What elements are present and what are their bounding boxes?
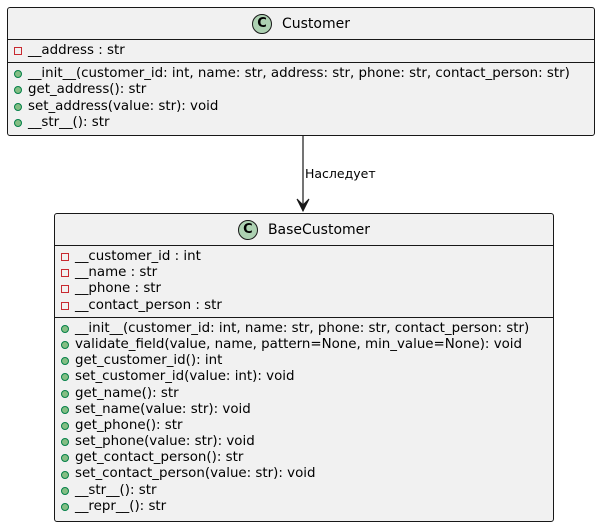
class-method: set_customer_id(value: int): void bbox=[55, 369, 553, 385]
public-visibility-icon bbox=[61, 486, 69, 495]
class-method: set_address(value: str): void bbox=[8, 99, 594, 115]
private-visibility-icon bbox=[14, 47, 22, 56]
class-method: get_phone(): str bbox=[55, 418, 553, 434]
method-text: validate_field(value, name, pattern=None… bbox=[75, 336, 523, 352]
public-visibility-icon bbox=[61, 454, 69, 463]
public-visibility-icon bbox=[14, 86, 22, 95]
private-visibility-icon bbox=[61, 285, 69, 294]
field-text: __contact_person : str bbox=[75, 297, 222, 313]
class-customer: C Customer __address : str __init__(cust… bbox=[7, 7, 595, 136]
public-visibility-icon bbox=[61, 341, 69, 350]
class-type-icon: C bbox=[251, 13, 272, 34]
method-text: __repr__(): str bbox=[75, 498, 167, 514]
method-text: get_name(): str bbox=[75, 385, 179, 401]
public-visibility-icon bbox=[14, 70, 22, 79]
method-text: set_name(value: str): void bbox=[75, 401, 251, 417]
public-visibility-icon bbox=[61, 405, 69, 414]
class-method: set_name(value: str): void bbox=[55, 402, 553, 418]
public-visibility-icon bbox=[61, 357, 69, 366]
class-method: get_customer_id(): int bbox=[55, 353, 553, 369]
public-visibility-icon bbox=[61, 373, 69, 382]
public-visibility-icon bbox=[61, 389, 69, 398]
public-visibility-icon bbox=[61, 324, 69, 333]
private-visibility-icon bbox=[61, 269, 69, 278]
method-text: get_customer_id(): int bbox=[75, 353, 223, 369]
class-field: __contact_person : str bbox=[55, 298, 553, 314]
class-methods: __init__(customer_id: int, name: str, ph… bbox=[55, 318, 553, 518]
field-text: __address : str bbox=[28, 43, 125, 58]
class-field: __phone : str bbox=[55, 281, 553, 297]
method-text: __str__(): str bbox=[28, 114, 110, 130]
class-base-customer: C BaseCustomer __customer_id : int__name… bbox=[54, 213, 554, 522]
class-method: validate_field(value, name, pattern=None… bbox=[55, 337, 553, 353]
class-method: get_address(): str bbox=[8, 82, 594, 98]
class-method: __repr__(): str bbox=[55, 499, 553, 515]
class-field: __address : str bbox=[8, 43, 594, 59]
method-text: __init__(customer_id: int, name: str, ad… bbox=[28, 66, 570, 82]
public-visibility-icon bbox=[61, 470, 69, 479]
class-method: __str__(): str bbox=[55, 483, 553, 499]
class-method: set_contact_person(value: str): void bbox=[55, 466, 553, 482]
relation-label: Наследует bbox=[305, 166, 376, 181]
method-text: set_contact_person(value: str): void bbox=[75, 466, 316, 482]
public-visibility-icon bbox=[61, 421, 69, 430]
method-text: get_contact_person(): str bbox=[75, 450, 244, 466]
field-text: __customer_id : int bbox=[75, 249, 201, 264]
public-visibility-icon bbox=[61, 438, 69, 447]
method-text: __init__(customer_id: int, name: str, ph… bbox=[75, 320, 530, 336]
class-method: get_contact_person(): str bbox=[55, 450, 553, 466]
class-type-icon: C bbox=[237, 219, 258, 240]
private-visibility-icon bbox=[61, 301, 69, 310]
class-method: __str__(): str bbox=[8, 115, 594, 131]
class-method: set_phone(value: str): void bbox=[55, 434, 553, 450]
class-name: BaseCustomer bbox=[267, 221, 371, 238]
class-methods: __init__(customer_id: int, name: str, ad… bbox=[8, 63, 594, 134]
method-text: set_customer_id(value: int): void bbox=[75, 369, 295, 385]
field-text: __name : str bbox=[75, 265, 158, 281]
class-fields: __customer_id : int__name : str__phone :… bbox=[55, 246, 553, 318]
public-visibility-icon bbox=[61, 502, 69, 511]
class-name: Customer bbox=[281, 15, 350, 32]
class-header: C Customer bbox=[8, 8, 594, 40]
method-text: set_address(value: str): void bbox=[28, 98, 219, 114]
method-text: get_phone(): str bbox=[75, 417, 183, 433]
class-fields: __address : str bbox=[8, 40, 594, 64]
class-header: C BaseCustomer bbox=[55, 214, 553, 246]
public-visibility-icon bbox=[14, 118, 22, 127]
class-method: get_name(): str bbox=[55, 386, 553, 402]
method-text: set_phone(value: str): void bbox=[75, 434, 255, 450]
method-text: get_address(): str bbox=[28, 82, 147, 98]
public-visibility-icon bbox=[14, 102, 22, 111]
class-method: __init__(customer_id: int, name: str, ad… bbox=[8, 66, 594, 82]
field-text: __phone : str bbox=[75, 281, 162, 297]
class-method: __init__(customer_id: int, name: str, ph… bbox=[55, 321, 553, 337]
class-field: __name : str bbox=[55, 265, 553, 281]
method-text: __str__(): str bbox=[75, 482, 157, 498]
class-field: __customer_id : int bbox=[55, 249, 553, 265]
private-visibility-icon bbox=[61, 253, 69, 262]
